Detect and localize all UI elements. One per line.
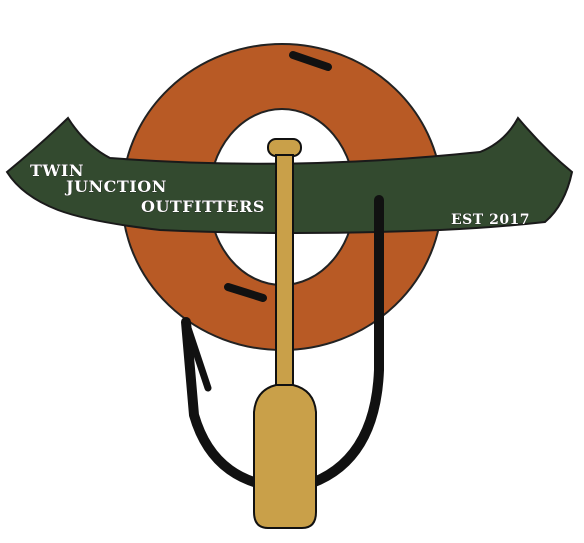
lifebuoy-band-bottom: [224, 283, 267, 302]
fish-hook-barb: [182, 318, 212, 392]
paddle-icon: [253, 138, 317, 529]
lifebuoy-icon: [120, 43, 444, 351]
lifebuoy-band-top: [289, 51, 332, 71]
established-text: EST 2017: [451, 212, 530, 228]
logo-text-twin: TWIN: [30, 161, 84, 180]
paddle-blade: [253, 384, 317, 529]
logo-text-junction: JUNCTION: [64, 177, 167, 196]
paddle-grip: [267, 138, 302, 157]
logo-text-outfitters: OUTFITTERS: [141, 197, 265, 216]
paddle-shaft: [275, 154, 294, 389]
